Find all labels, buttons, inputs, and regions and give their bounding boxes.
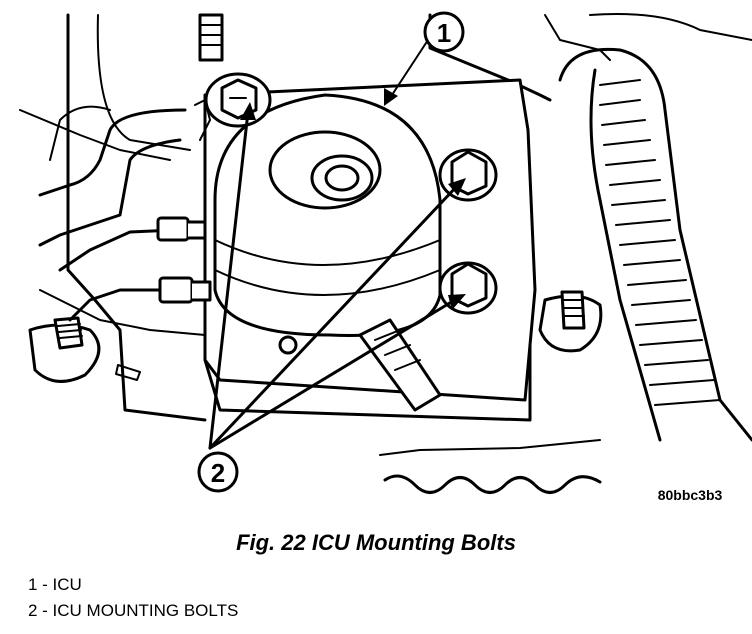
legend: 1 - ICU 2 - ICU MOUNTING BOLTS — [28, 572, 238, 624]
svg-text:1: 1 — [437, 18, 451, 48]
arrowhead-2b — [448, 178, 466, 196]
legend-item-icu: 1 - ICU — [28, 575, 82, 594]
body-panel-outline — [66, 13, 207, 422]
figure-caption: Fig. 22 ICU Mounting Bolts — [236, 530, 516, 555]
svg-text:2: 2 — [211, 458, 225, 488]
icu-connector — [358, 318, 442, 412]
arrowhead-1 — [384, 88, 398, 106]
leader-line-2a — [208, 110, 250, 450]
callout-2: 2 — [197, 451, 239, 493]
arrowhead-2a — [240, 102, 256, 120]
leader-line-2c — [208, 296, 460, 450]
callout-1: 1 — [423, 11, 465, 53]
corrugated-hose — [558, 47, 752, 442]
leader-line-2b — [208, 183, 460, 450]
icu-diagram: 1 2 80bbc3b3 — [19, 11, 752, 503]
legend-item-mounting-bolts: 2 - ICU MOUNTING BOLTS — [28, 601, 239, 620]
line-drawing: 1 2 80bbc3b3 — [19, 11, 752, 503]
image-code: 80bbc3b3 — [658, 487, 723, 503]
leader-line-1 — [389, 39, 429, 99]
arrowhead-2c — [448, 294, 466, 310]
